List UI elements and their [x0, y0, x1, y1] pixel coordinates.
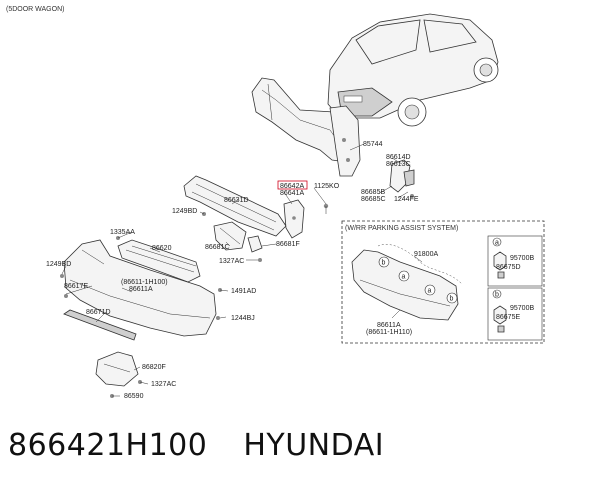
label-86685B[interactable]: 86685B — [361, 189, 385, 196]
svg-text:b: b — [382, 260, 386, 267]
diagram-title: (5DOOR WAGON) — [6, 6, 64, 13]
label-91800A[interactable]: 91800A — [414, 251, 438, 258]
label-86681C[interactable]: 86681C — [205, 244, 230, 251]
inset-label-86611-1H110[interactable]: (86611-1H110) — [366, 329, 412, 336]
label-86671D[interactable]: 86671D — [86, 309, 111, 316]
label-86642A-highlighted[interactable]: 86642A — [280, 183, 304, 190]
legend-a-95700B[interactable]: 95700B — [510, 255, 534, 262]
inset-marker-a-1 — [398, 270, 410, 282]
lower-guard-86820F — [95, 351, 142, 398]
part-number-text: 866421H100 — [8, 428, 208, 463]
label-1491AD[interactable]: 1491AD — [231, 288, 256, 295]
fastener-clips — [60, 212, 262, 298]
label-1244BJ[interactable]: 1244BJ — [231, 315, 255, 322]
brand-text: HYUNDAI — [243, 428, 385, 463]
inset-label-86611A[interactable]: 86611A — [377, 322, 401, 329]
label-86685C[interactable]: 86685C — [361, 196, 386, 203]
inset-bumper-cover — [351, 249, 459, 321]
parking-assist-inset: (W/RR PARKING ASSIST SYSTEM) b a a b 918… — [341, 220, 545, 344]
label-1249BD-upper[interactable]: 1249BD — [172, 208, 197, 215]
bumper-lower-strip — [63, 309, 137, 341]
label-1244FE[interactable]: 1244FE — [394, 196, 419, 203]
label-86614D[interactable]: 86614D — [386, 154, 411, 161]
legend-b-95700B[interactable]: 95700B — [510, 305, 534, 312]
label-1335AA[interactable]: 1335AA — [110, 229, 135, 236]
energy-absorber — [117, 239, 201, 283]
legend-a-86675D[interactable]: 86675D — [496, 264, 521, 271]
inset-title: (W/RR PARKING ASSIST SYSTEM) — [345, 225, 458, 232]
beam-stay-brackets — [213, 221, 263, 253]
label-86590[interactable]: 86590 — [124, 393, 144, 400]
label-1327AC-lower[interactable]: 1327AC — [151, 381, 176, 388]
label-86611A[interactable]: 86611A — [129, 286, 153, 293]
label-86611-1H100[interactable]: (86611-1H100) — [121, 279, 168, 286]
svg-text:a: a — [402, 274, 406, 281]
label-85744[interactable]: 85744 — [363, 141, 383, 148]
car-illustration — [327, 13, 499, 127]
rear-panel-assembly — [251, 77, 361, 177]
part-labels: 85744 86614D 86613C 86642A 86641A 1125KO… — [46, 141, 419, 400]
highlight-box-86642A — [277, 180, 308, 190]
side-bracket-right — [389, 159, 415, 198]
leader-lines — [61, 143, 409, 397]
label-86641A[interactable]: 86641A — [280, 190, 304, 197]
bumper-bracket-86642A — [283, 199, 329, 239]
inset-marker-b-2 — [446, 292, 458, 304]
svg-text:a: a — [428, 288, 432, 295]
label-86681F[interactable]: 86681F — [276, 241, 300, 248]
svg-text:b: b — [450, 296, 454, 303]
label-1327AC-upper[interactable]: 1327AC — [219, 258, 244, 265]
part-number-caption: 866421H100 HYUNDAI — [8, 428, 384, 463]
inset-marker-a-2 — [424, 284, 436, 296]
label-1249BD-lower[interactable]: 1249BD — [46, 261, 71, 268]
label-86631D[interactable]: 86631D — [224, 197, 249, 204]
label-86620[interactable]: 86620 — [152, 245, 172, 252]
sensor-icon-a — [493, 251, 507, 271]
label-86820F[interactable]: 86820F — [142, 364, 166, 371]
label-1125KO[interactable]: 1125KO — [314, 183, 340, 190]
label-86613C[interactable]: 86613C — [386, 161, 411, 168]
sensor-icon-b — [493, 305, 507, 325]
legend-b-86675E[interactable]: 86675E — [496, 314, 520, 321]
legend-a-marker: a — [495, 240, 499, 247]
inset-marker-b — [378, 256, 390, 268]
label-86617E[interactable]: 86617E — [64, 283, 88, 290]
legend-b-marker: b — [495, 292, 499, 299]
